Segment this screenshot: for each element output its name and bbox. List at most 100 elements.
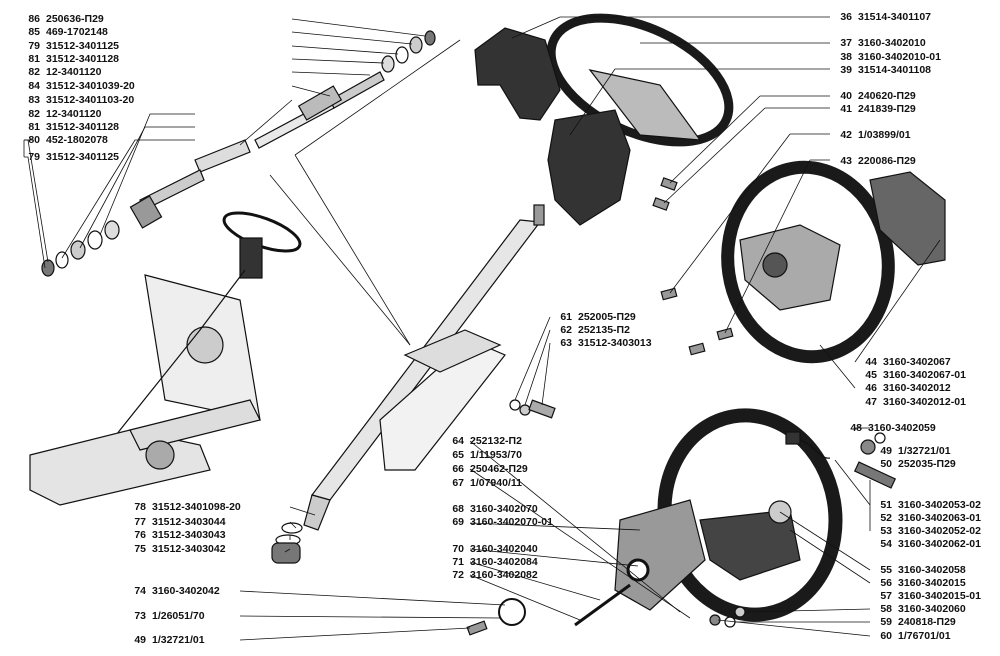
ring-81: [55, 251, 69, 269]
screw-43: [716, 327, 734, 341]
divider-line-2: [294, 154, 411, 346]
washer-49: [874, 432, 886, 444]
shroud-39: [547, 109, 631, 226]
column-stub: [533, 204, 545, 226]
bolt-63: [528, 399, 556, 419]
ring-82: [70, 240, 86, 260]
frame-column-plate: [186, 326, 224, 364]
main-steering-column: [271, 219, 556, 564]
wheel-hub: [145, 440, 175, 470]
screw-42: [660, 287, 678, 301]
screw-40: [660, 177, 678, 191]
nut-48: [860, 439, 876, 455]
wire-connector: [785, 431, 801, 445]
washer-77: [281, 522, 303, 534]
divider-line: [294, 39, 461, 156]
front-axle: [29, 429, 211, 506]
shaft-clamp-80: [129, 195, 163, 229]
steering-wheel-46: [721, 160, 895, 364]
bolt-49b: [466, 620, 488, 636]
column-bracket-plate: [403, 329, 502, 373]
screw-71: [574, 583, 631, 627]
nut-58: [734, 606, 746, 618]
wheel-center-pad: [739, 224, 841, 311]
horn-emblem: [762, 252, 788, 278]
upper-shaft-assembly: [41, 30, 436, 277]
column-shaft-lower: [303, 494, 331, 531]
ring-a: [87, 230, 103, 250]
horn-ring-70: [626, 558, 650, 582]
ring-b: [104, 220, 120, 240]
ring-top-81: [381, 55, 395, 73]
shaft-housing: [297, 85, 343, 121]
leader-lines: [23, 16, 941, 641]
vehicle-frame-overview: [29, 211, 302, 506]
mini-column: [239, 237, 263, 279]
wheel-hub-pad: [588, 69, 702, 141]
horn-wire: [799, 439, 831, 459]
ring-top-85: [409, 36, 423, 54]
shaft-top: [329, 71, 385, 109]
top-wheel-assembly: [474, 13, 734, 226]
airbag-cover-44: [869, 171, 946, 266]
ring-74: [498, 598, 526, 626]
bushing-75: [271, 542, 301, 564]
ring-top-79: [395, 46, 409, 64]
frame-rail: [129, 399, 261, 451]
washer-61: [509, 399, 521, 411]
screw-43b: [688, 342, 706, 356]
ring-top-86: [424, 30, 436, 46]
